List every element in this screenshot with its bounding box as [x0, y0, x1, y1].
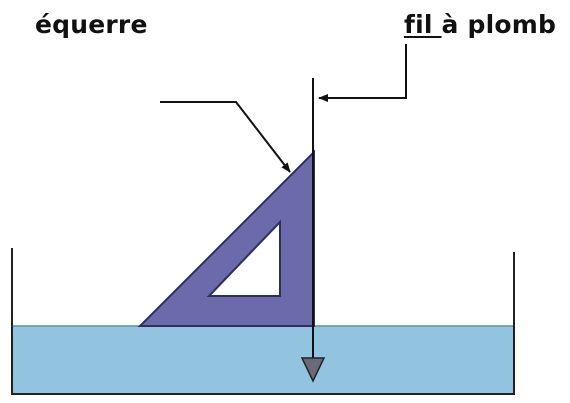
- set-square: [137, 149, 315, 327]
- water: [12, 326, 514, 394]
- equerre-pointer-arrow: [160, 101, 291, 173]
- label-fil-a-plomb: fil à plomb: [404, 10, 556, 39]
- label-fil-word: fil: [404, 10, 442, 39]
- plumb-pointer-arrow: [318, 44, 407, 102]
- container: [11, 248, 515, 395]
- plumb-bob: [300, 357, 326, 383]
- label-equerre: équerre: [35, 10, 148, 39]
- label-fil-rest: à plomb: [441, 10, 557, 39]
